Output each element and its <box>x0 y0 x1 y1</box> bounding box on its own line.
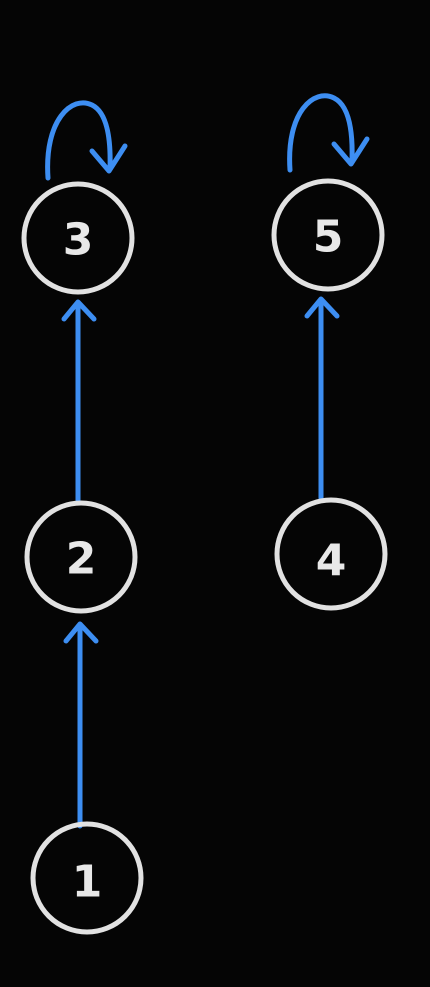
node-3: 3 <box>21 181 135 295</box>
node-4-label: 4 <box>316 536 347 587</box>
node-3-label: 3 <box>63 215 94 266</box>
nodes: 3 5 2 4 1 <box>21 178 388 935</box>
edge-4-to-5 <box>304 296 340 501</box>
node-4: 4 <box>274 497 388 611</box>
node-5-label: 5 <box>313 212 344 263</box>
edges <box>45 93 370 829</box>
node-5: 5 <box>271 178 385 292</box>
edge-1-to-2 <box>63 621 99 829</box>
edge-2-to-3 <box>61 299 97 503</box>
node-2: 2 <box>24 500 138 614</box>
edge-5-self-loop <box>287 93 370 173</box>
node-1-label: 1 <box>72 857 103 908</box>
node-1: 1 <box>30 821 144 935</box>
node-2-label: 2 <box>66 534 97 585</box>
edge-3-self-loop <box>45 100 128 181</box>
